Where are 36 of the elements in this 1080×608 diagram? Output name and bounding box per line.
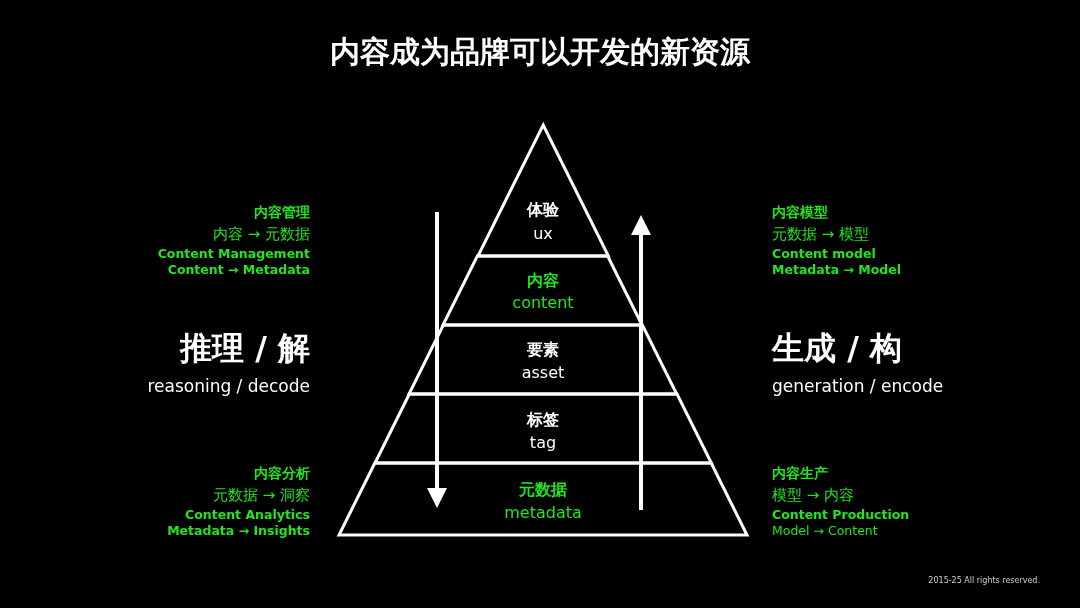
flow-text: Metadata → Insights (167, 522, 310, 538)
layer-subtitle: asset (520, 363, 566, 383)
section-heading: 内容模型 (772, 203, 828, 221)
side-subheading: generation / encode (772, 375, 944, 397)
section-heading: 内容分析 (254, 464, 310, 482)
side-heading: 生成 / 构 (772, 328, 902, 368)
flow-text: 内容 → 元数据 (212, 225, 310, 243)
layer-subtitle: content (511, 293, 575, 313)
flow-text: Content → Metadata (167, 261, 310, 277)
layer-title: 体验 (525, 200, 560, 220)
pyramid-layer (409, 325, 677, 394)
layer-title: 标签 (525, 410, 560, 430)
side-heading: 推理 / 解 (180, 328, 310, 368)
section-name: Content model (772, 245, 876, 261)
layer-title: 要素 (526, 340, 560, 360)
section-name: Content Production (772, 506, 910, 522)
flow-text: Metadata → Model (772, 261, 902, 277)
layer-subtitle: tag (528, 433, 558, 453)
section-name: Content Management (157, 245, 310, 261)
section-heading: 内容管理 (254, 203, 310, 221)
flow-text: 模型 → 内容 (772, 486, 855, 504)
layer-title: 元数据 (518, 480, 568, 500)
section-heading: 内容生产 (772, 464, 828, 482)
flow-text: 元数据 → 模型 (772, 225, 870, 243)
layer-subtitle: ux (532, 224, 554, 244)
pyramid-layer (443, 256, 643, 325)
layer-title: 内容 (526, 271, 560, 291)
flow-text: 元数据 → 洞察 (212, 486, 310, 504)
slide-title: 内容成为品牌可以开发的新资源 (329, 34, 751, 70)
pyramid-layer (374, 394, 712, 463)
side-subheading: reasoning / decode (147, 375, 310, 397)
section-name: Content Analytics (185, 506, 310, 522)
pyramid-layer (339, 463, 747, 535)
flow-text: Model → Content (772, 522, 878, 538)
layer-subtitle: metadata (503, 503, 583, 523)
copyright-notice: 2015-25 All rights reserved. (928, 576, 1040, 586)
